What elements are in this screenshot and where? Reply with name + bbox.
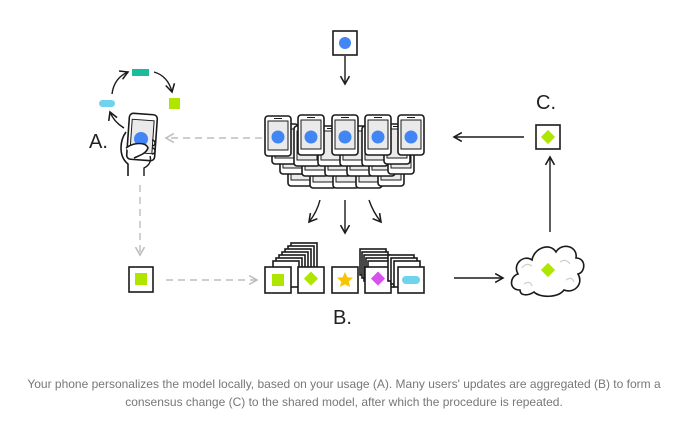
phone-front	[297, 114, 325, 156]
phone-in-hand-icon	[120, 112, 159, 176]
label-b: B.	[333, 307, 352, 329]
shared-model	[332, 30, 358, 56]
yellow-star-card	[331, 266, 359, 294]
arrow-phones-to-updates-right	[368, 199, 382, 224]
lime-diamond-card	[297, 266, 325, 294]
cyan-pill-icon	[99, 100, 115, 107]
phone-front	[364, 114, 392, 156]
shared-model-box	[332, 30, 358, 56]
lime-square-icon	[135, 273, 147, 285]
blue-circle-model-icon	[339, 37, 351, 49]
phone-front	[264, 115, 292, 157]
phone-cluster-icon	[264, 114, 425, 189]
label-c: C.	[536, 92, 556, 114]
cyan-pill-card	[397, 266, 425, 294]
lime-diamond-icon	[540, 129, 556, 145]
label-a: A.	[89, 131, 108, 153]
consensus-update	[535, 124, 561, 150]
phone-front	[331, 114, 359, 156]
local-training-cycle	[99, 69, 180, 129]
update-cards	[264, 242, 425, 294]
teal-rect-icon	[132, 69, 149, 76]
lime-square-card	[264, 266, 292, 294]
lime-square-icon	[169, 98, 180, 109]
magenta-diamond-card	[364, 266, 392, 294]
diagram-caption: Your phone personalizes the model locall…	[27, 377, 661, 409]
cloud-icon	[510, 245, 585, 298]
phone-front	[397, 114, 425, 156]
arrow-phones-to-updates-left	[308, 199, 321, 224]
lime-diamond-icon	[540, 262, 556, 278]
local-update	[128, 266, 154, 293]
